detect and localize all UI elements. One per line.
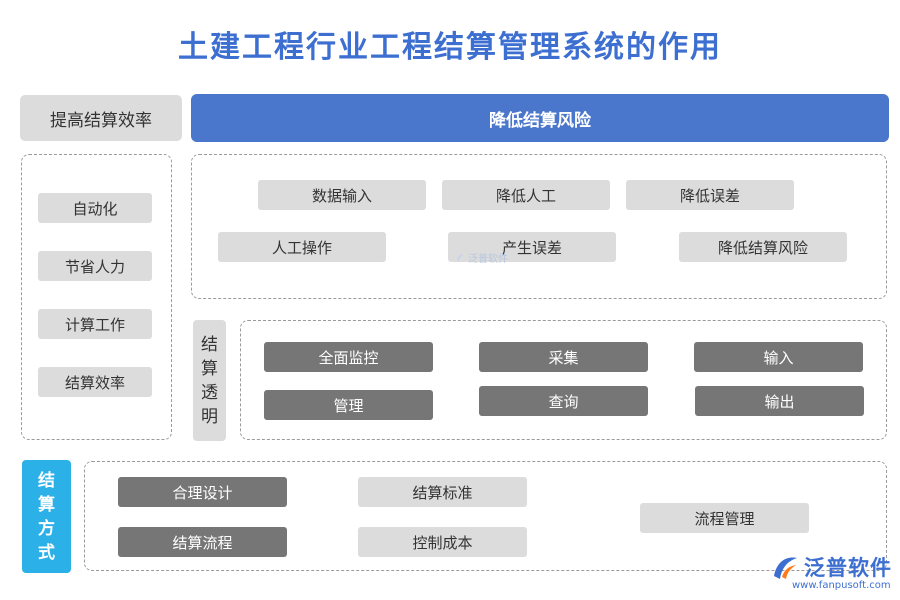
transparency-panel: 全面监控 采集 输入 管理 查询 输出 [240,320,887,440]
brand-logo: 泛普软件 [770,552,892,582]
method-item: 结算标准 [358,477,527,507]
transparency-item: 输入 [694,342,863,372]
risk-item: 降低误差 [626,180,794,210]
transparency-item: 管理 [264,390,433,420]
method-char: 式 [38,542,55,563]
page-title: 土建工程行业工程结算管理系统的作用 [178,30,722,65]
brand-name: 泛普软件 [804,556,892,580]
efficiency-panel: 自动化 节省人力 计算工作 结算效率 [21,154,172,440]
risk-header: 降低结算风险 [191,94,889,142]
transparency-char: 透 [201,382,218,403]
method-item: 结算流程 [118,527,287,557]
risk-item: 人工操作 [218,232,386,262]
efficiency-item: 结算效率 [38,367,152,397]
risk-item: 数据输入 [258,180,426,210]
transparency-label: 结 算 透 明 [193,320,226,441]
efficiency-header: 提高结算效率 [20,95,182,141]
risk-item: 降低人工 [442,180,610,210]
transparency-item: 采集 [479,342,648,372]
watermark-logo-icon [456,254,465,262]
transparency-item: 查询 [479,386,648,416]
watermark: 泛普软件 [455,250,508,265]
brand-url: www.fanpusoft.com [792,580,891,591]
transparency-char: 结 [201,334,218,355]
method-item: 流程管理 [640,503,809,533]
efficiency-item: 计算工作 [38,309,152,339]
efficiency-item: 节省人力 [38,251,152,281]
risk-item: 降低结算风险 [679,232,847,262]
watermark-text: 泛普软件 [468,254,508,265]
fanpu-logo-icon [774,557,797,579]
transparency-item: 全面监控 [264,342,433,372]
efficiency-item: 自动化 [38,193,152,223]
method-item: 合理设计 [118,477,287,507]
method-char: 算 [38,494,55,515]
transparency-item: 输出 [695,386,864,416]
method-char: 方 [38,518,55,539]
transparency-char: 明 [201,406,218,427]
method-char: 结 [38,470,55,491]
transparency-char: 算 [201,358,218,379]
risk-item: 产生误差 [448,232,616,262]
method-item: 控制成本 [358,527,527,557]
method-panel: 合理设计 结算流程 结算标准 控制成本 流程管理 [84,461,887,571]
method-label: 结 算 方 式 [22,460,71,573]
risk-panel: 数据输入 降低人工 降低误差 人工操作 产生误差 降低结算风险 [191,154,887,299]
